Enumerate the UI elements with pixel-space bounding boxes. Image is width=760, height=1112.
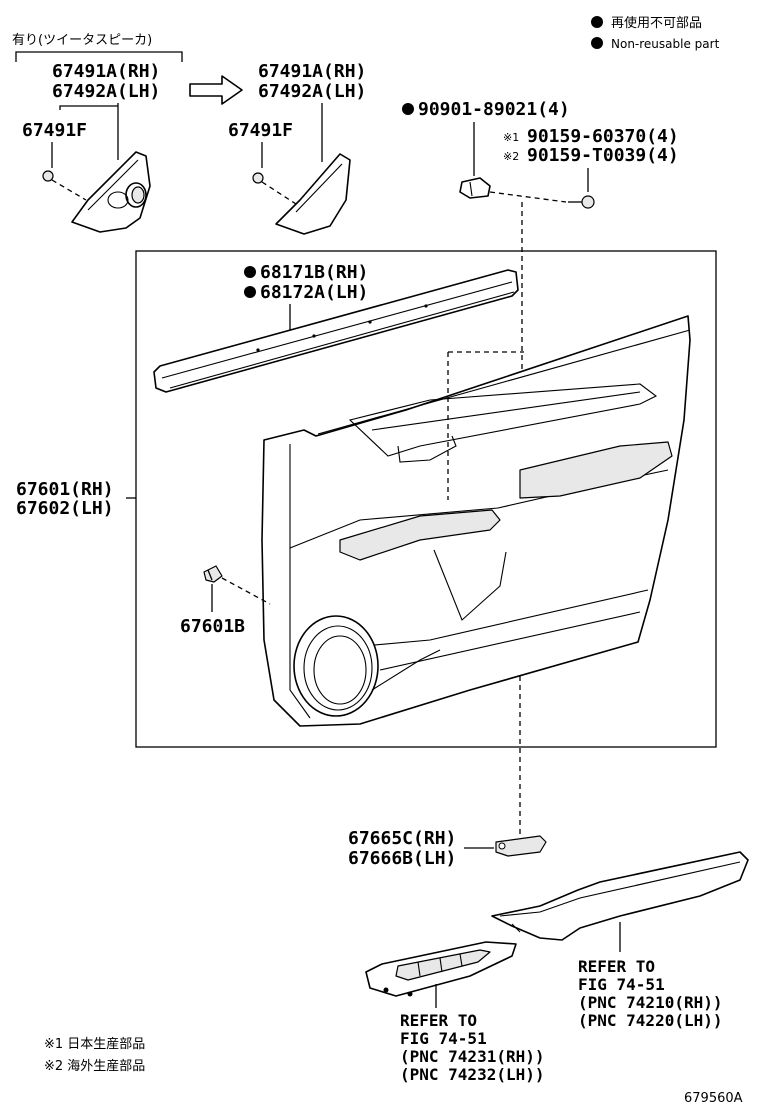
part-label-screw-1: 90159-60370(4) bbox=[527, 126, 679, 147]
armrest-cover-part bbox=[491, 851, 749, 941]
part-label-garnish-right-lh: 67492A(LH) bbox=[258, 81, 366, 102]
non-reusable-marker-icon bbox=[591, 16, 603, 28]
non-reusable-marker-icon bbox=[402, 103, 414, 115]
replacement-arrow-icon bbox=[189, 75, 243, 105]
refer-left-line3: (PNC 74231(RH)) bbox=[400, 1047, 545, 1066]
part-label-garnish-left-rh: 67491A(RH) bbox=[52, 61, 160, 82]
part-label-weatherstrip-lh: 68172A(LH) bbox=[260, 282, 368, 303]
part-label-screw-2: 90159-T0039(4) bbox=[527, 145, 679, 166]
part-label-panel-rh: 67601(RH) bbox=[16, 479, 114, 500]
legend-text-en: Non-reusable part bbox=[611, 37, 720, 51]
footnote-2: ※2 海外生産部品 bbox=[44, 1058, 145, 1074]
garnish-with-tweeter bbox=[42, 151, 151, 233]
clip-icon bbox=[42, 170, 54, 182]
garnish-without-tweeter bbox=[252, 153, 351, 235]
legend-text-jp: 再使用不可部品 bbox=[611, 15, 702, 31]
non-reusable-marker-icon bbox=[244, 286, 256, 298]
refer-right-line1: REFER TO bbox=[578, 957, 655, 976]
tweeter-group-label: 有り(ツイータスピーカ) bbox=[12, 33, 152, 48]
refer-left-line4: (PNC 74232(LH)) bbox=[400, 1065, 545, 1084]
switch-base-part bbox=[365, 941, 517, 997]
assembly-line bbox=[489, 191, 567, 203]
part-label-bracket-lh: 67666B(LH) bbox=[348, 848, 456, 869]
screw-part bbox=[568, 195, 595, 209]
figure-id: 679560A bbox=[684, 1091, 743, 1106]
screw-marker-1: ※1 bbox=[503, 131, 519, 144]
part-label-garnish-right-rh: 67491A(RH) bbox=[258, 61, 366, 82]
door-panel-part bbox=[261, 315, 691, 727]
part-label-garnish-left-lh: 67492A(LH) bbox=[52, 81, 160, 102]
refer-right-line4: (PNC 74220(LH)) bbox=[578, 1011, 723, 1030]
part-label-panel-lh: 67602(LH) bbox=[16, 498, 114, 519]
leader-line bbox=[59, 105, 118, 110]
assembly-line bbox=[221, 577, 271, 605]
assembly-line bbox=[51, 179, 87, 201]
panel-clip-part bbox=[203, 565, 223, 583]
refer-left-line1: REFER TO bbox=[400, 1011, 477, 1030]
legend: 再使用不可部品 Non-reusable part bbox=[591, 15, 720, 51]
refer-right-line3: (PNC 74210(RH)) bbox=[578, 993, 723, 1012]
screw-marker-2: ※2 bbox=[503, 150, 519, 163]
assembly-frame bbox=[135, 250, 717, 748]
clip-icon bbox=[252, 172, 264, 184]
non-reusable-marker-icon bbox=[244, 266, 256, 278]
refer-right-line2: FIG 74-51 bbox=[578, 975, 665, 994]
bracket-part bbox=[495, 835, 547, 857]
assembly-line bbox=[261, 181, 297, 205]
part-label-clip-top: 90901-89021(4) bbox=[418, 99, 570, 120]
part-label-bracket-rh: 67665C(RH) bbox=[348, 828, 456, 849]
refer-left-line2: FIG 74-51 bbox=[400, 1029, 487, 1048]
clip-top-part bbox=[459, 177, 491, 199]
part-label-clip-left: 67491F bbox=[22, 120, 87, 141]
part-label-weatherstrip-rh: 68171B(RH) bbox=[260, 262, 368, 283]
tweeter-group: 有り(ツイータスピーカ) bbox=[12, 33, 183, 62]
part-label-panel-clip: 67601B bbox=[180, 616, 245, 637]
part-label-clip-right: 67491F bbox=[228, 120, 293, 141]
weatherstrip-part bbox=[153, 269, 519, 393]
footnote-1: ※1 日本生産部品 bbox=[44, 1036, 145, 1052]
non-reusable-marker-icon bbox=[591, 37, 603, 49]
group-bracket bbox=[15, 51, 183, 62]
